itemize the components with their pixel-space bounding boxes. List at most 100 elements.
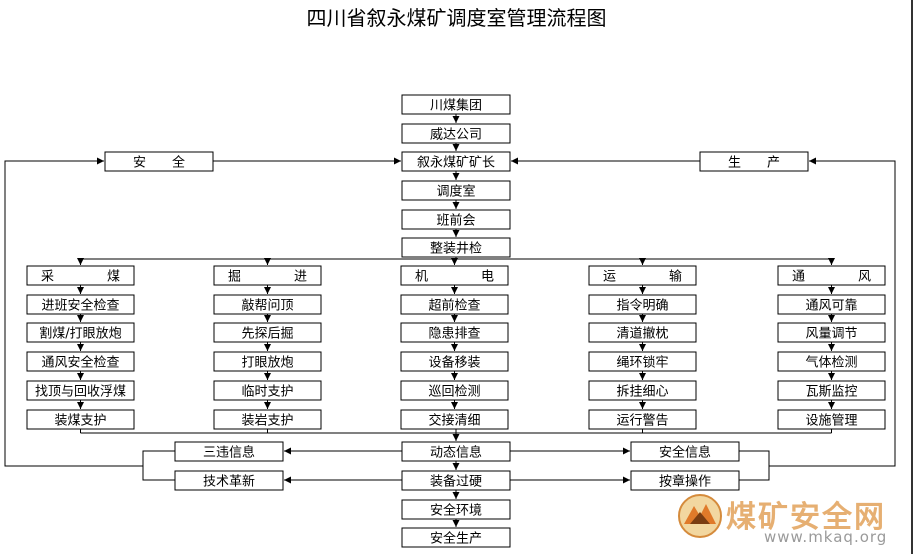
bottom-left-box-1: 技术革新 — [174, 470, 284, 491]
bottom-center-box-0: 动态信息 — [401, 441, 511, 462]
column-4-item-1: 风量调节 — [777, 322, 886, 343]
column-2-item-2: 设备移装 — [400, 351, 509, 372]
column-0-item-2-label: 通风安全检查 — [41, 355, 119, 371]
chain-box-4: 班前会 — [401, 209, 511, 230]
column-0-item-0-label: 进班安全检查 — [41, 298, 119, 314]
bottom-center-box-1: 装备过硬 — [401, 470, 511, 491]
side-box-production-label: 生 产 — [728, 156, 780, 171]
chain-box-0-label: 川煤集团 — [430, 98, 482, 114]
column-header-1-label-left: 掘 — [228, 270, 241, 285]
column-4-item-4: 设施管理 — [777, 409, 886, 430]
column-4-item-4-label: 设施管理 — [805, 414, 857, 429]
column-1-item-4-label: 装岩支护 — [241, 414, 293, 429]
bottom-right-box-0-label: 安全信息 — [659, 445, 711, 461]
column-2-item-0: 超前检查 — [400, 294, 509, 315]
column-2-item-0-label: 超前检查 — [428, 298, 480, 314]
column-2-item-3-label: 巡回检测 — [428, 385, 480, 400]
column-header-4: 通风 — [777, 265, 886, 286]
watermark-text: 煤矿安全网 — [726, 500, 886, 535]
column-4-item-0: 通风可靠 — [777, 294, 886, 315]
column-4-item-3-label: 瓦斯监控 — [805, 385, 857, 400]
chain-box-1: 威达公司 — [401, 123, 511, 144]
column-3-item-0: 指令明确 — [588, 294, 697, 315]
left-feedback-loop — [4, 157, 143, 467]
column-3-item-1: 清道撤枕 — [588, 322, 697, 343]
chain-box-3-label: 调度室 — [436, 184, 475, 200]
column-4-item-2: 气体检测 — [777, 351, 886, 372]
bottom-left-box-0: 三违信息 — [174, 441, 284, 462]
column-header-4-label-left: 通 — [792, 270, 805, 285]
bottom-center-box-1-label: 装备过硬 — [430, 474, 482, 490]
side-box-safety-label: 安 全 — [133, 155, 185, 171]
column-3-item-3: 拆挂细心 — [588, 380, 697, 401]
chain-box-0: 川煤集团 — [401, 94, 511, 115]
column-1-item-3-label: 临时支护 — [241, 385, 293, 400]
column-4-item-0-label: 通风可靠 — [805, 299, 857, 314]
watermark: 煤矿安全网 www.mkaq.org — [676, 490, 906, 550]
column-3-item-3-label: 拆挂细心 — [616, 385, 668, 400]
column-header-2: 机电 — [400, 265, 509, 286]
bottom-center-box-3: 安全生产 — [401, 527, 511, 548]
watermark-logo-icon — [678, 494, 722, 538]
right-feedback-loop — [769, 157, 896, 467]
bottom-center-box-0-label: 动态信息 — [430, 445, 482, 461]
column-1-item-0-label: 敲帮问顶 — [241, 298, 293, 314]
bottom-left-box-0-label: 三违信息 — [203, 445, 255, 461]
column-header-4-label-right: 风 — [858, 270, 871, 285]
column-header-0: 采煤 — [26, 265, 135, 286]
left-inner-bracket — [142, 450, 175, 481]
column-1-item-2: 打眼放炮 — [213, 351, 322, 372]
column-1-item-4: 装岩支护 — [213, 409, 322, 430]
column-4-item-2-label: 气体检测 — [805, 355, 857, 371]
chain-box-5: 整装井检 — [401, 237, 511, 258]
bottom-center-box-2-label: 安全环境 — [430, 503, 482, 519]
chain-box-4-label: 班前会 — [436, 213, 475, 229]
column-3-item-1-label: 清道撤枕 — [616, 326, 668, 342]
column-0-item-2: 通风安全检查 — [26, 351, 135, 372]
watermark-url: www.mkaq.org — [764, 528, 888, 546]
column-4-item-1-label: 风量调节 — [805, 327, 857, 342]
column-3-item-2-label: 绳环锁牢 — [616, 355, 668, 371]
bottom-right-box-1-label: 按章操作 — [659, 474, 711, 490]
column-header-3-label-right: 输 — [669, 269, 682, 285]
column-header-1-label-right: 进 — [294, 270, 307, 285]
column-2-item-1-label: 隐患排查 — [428, 327, 480, 342]
column-header-1: 掘进 — [213, 265, 322, 286]
column-header-0-label-right: 煤 — [107, 270, 120, 285]
column-3-item-4-label: 运行警告 — [616, 413, 668, 429]
column-2-item-4-label: 交接清细 — [428, 413, 480, 429]
chain-box-1-label: 威达公司 — [430, 128, 482, 143]
column-3-item-0-label: 指令明确 — [616, 299, 668, 314]
column-header-2-label-right: 电 — [481, 270, 494, 285]
column-header-2-label-left: 机 — [415, 270, 428, 285]
column-header-3-label-left: 运 — [603, 270, 616, 285]
column-4-item-3: 瓦斯监控 — [777, 380, 886, 401]
chain-box-3: 调度室 — [401, 180, 511, 201]
chain-box-5-label: 整装井检 — [430, 242, 482, 257]
column-1-item-3: 临时支护 — [213, 380, 322, 401]
column-1-item-1: 先探后掘 — [213, 322, 322, 343]
column-0-item-3: 找顶与回收浮煤 — [26, 380, 135, 401]
column-0-item-1-label: 割煤/打眼放炮 — [39, 326, 121, 342]
column-3-item-2: 绳环锁牢 — [588, 351, 697, 372]
right-inner-bracket — [739, 450, 770, 481]
page-title: 四川省叙永煤矿调度室管理流程图 — [306, 6, 607, 30]
side-box-production: 生 产 — [699, 151, 809, 172]
column-3-item-4: 运行警告 — [588, 409, 697, 430]
column-0-item-3-label: 找顶与回收浮煤 — [35, 385, 126, 400]
side-box-safety: 安 全 — [104, 151, 214, 172]
bottom-right-box-0: 安全信息 — [630, 441, 740, 462]
column-2-item-3: 巡回检测 — [400, 380, 509, 401]
column-header-0-label-left: 采 — [41, 270, 54, 285]
column-0-item-4-label: 装煤支护 — [54, 414, 106, 429]
column-0-item-0: 进班安全检查 — [26, 294, 135, 315]
column-0-item-4: 装煤支护 — [26, 409, 135, 430]
column-header-3: 运输 — [588, 265, 697, 286]
bottom-center-box-3-label: 安全生产 — [430, 531, 482, 547]
chain-box-2-label: 叙永煤矿矿长 — [417, 156, 495, 171]
column-0-item-1: 割煤/打眼放炮 — [26, 322, 135, 343]
column-2-item-1: 隐患排查 — [400, 322, 509, 343]
bottom-center-box-2: 安全环境 — [401, 499, 511, 520]
column-1-item-2-label: 打眼放炮 — [241, 356, 293, 371]
